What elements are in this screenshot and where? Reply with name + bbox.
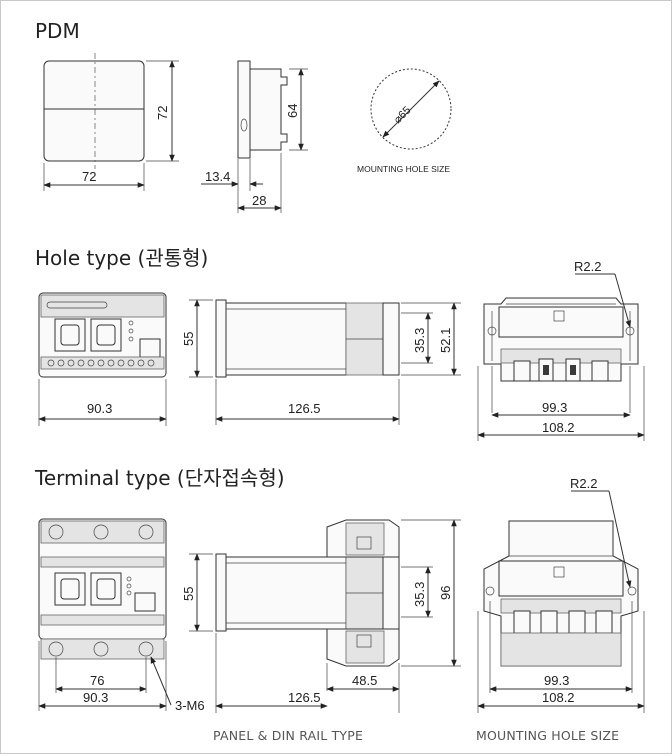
terminal-side-width-label: 126.5 [288,690,321,705]
terminal-type-title: Terminal type (단자접속형) [35,466,285,490]
pdm-front-width-label: 72 [82,169,96,184]
pdm-side-view: 64 13.4 28 [201,60,308,213]
hole-mount-radius-label: R2.2 [574,259,601,274]
hole-front-width-label: 90.3 [87,401,112,416]
terminal-mount-width1-label: 99.3 [544,673,569,688]
terminal-front-width1-label: 76 [90,673,104,688]
terminal-side-view: 55 126.5 48.5 35.3 96 [181,519,461,713]
panel-din-rail-caption: PANEL & DIN RAIL TYPE [213,728,364,743]
pdm-front-height-label: 72 [155,106,170,120]
terminal-side-height-label: 55 [181,587,196,601]
pdm-side-height-label: 64 [285,104,300,118]
terminal-front-width2-label: 90.3 [83,690,108,705]
hole-side-view: 55 126.5 35.3 52.1 [181,299,461,425]
terminal-side-height2-label: 35.3 [412,582,427,607]
terminal-screw-label: 3-M6 [175,698,205,713]
hole-front-view: 90.3 [38,292,167,426]
hole-type-title: Hole type (관통형) [35,246,209,270]
mounting-hole-caption: MOUNTING HOLE SIZE [476,728,620,743]
hole-mount-view: R2.2 99.3 108.2 [477,259,645,441]
pdm-side-b-label: 28 [252,193,266,208]
pdm-hole-caption: MOUNTING HOLE SIZE [357,164,450,174]
pdm-side-a-label: 13.4 [205,169,230,184]
hole-side-height-label: 55 [181,332,196,346]
terminal-mount-radius-label: R2.2 [570,476,597,491]
hole-side-height3-label: 52.1 [438,328,453,353]
pdm-mounting-hole: ⌀65 MOUNTING HOLE SIZE [357,68,452,174]
terminal-side-width2-label: 48.5 [352,673,377,688]
pdm-hole-diameter-label: ⌀65 [392,104,414,126]
terminal-side-height3-label: 96 [438,586,453,600]
hole-side-height2-label: 35.3 [412,328,427,353]
pdm-title: PDM [35,19,80,43]
pdm-front-view: 72 72 [43,53,179,191]
hole-mount-width1-label: 99.3 [542,400,567,415]
terminal-mount-width2-label: 108.2 [542,690,575,705]
hole-side-width-label: 126.5 [288,401,321,416]
terminal-front-view: 76 90.3 3-M6 [38,518,205,713]
terminal-mount-view: R2.2 99.3 108.2 [477,476,645,713]
hole-mount-width2-label: 108.2 [542,420,575,435]
